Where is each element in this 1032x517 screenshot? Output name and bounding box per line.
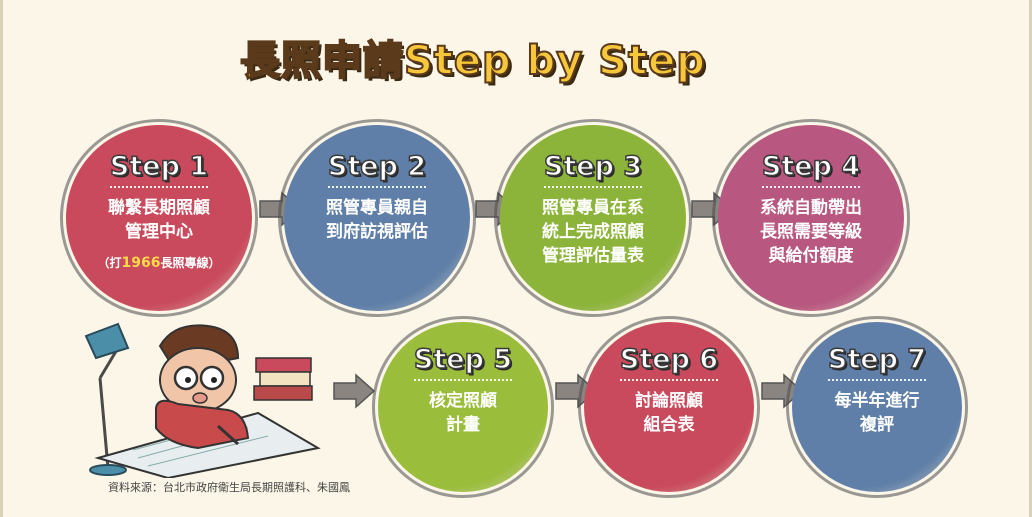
step-4-description: 系統自動帶出 長照需要等級 與給付額度 (760, 198, 862, 266)
hotline-suffix: 長照專線） (160, 256, 221, 270)
step-2-circle: Step 2 照管專員親自 到府訪視評估 (265, 106, 489, 330)
step-5-description: 核定照顧 計畫 (429, 391, 497, 435)
step-5-label: Step 5 (413, 343, 513, 376)
dotted-divider (620, 379, 718, 381)
hotline-prefix: （打 (97, 256, 122, 270)
step-7-circle: Step 7 每半年進行 複評 (774, 304, 980, 510)
step-3-label: Step 3 (543, 150, 643, 183)
step-7-label: Step 7 (827, 343, 927, 376)
step-1-hotline: （打1966長照專線） (98, 254, 221, 271)
step-2-label: Step 2 (327, 150, 427, 183)
dotted-divider (110, 186, 208, 188)
dotted-divider (328, 186, 426, 188)
step-6-label: Step 6 (619, 343, 719, 376)
dotted-divider (762, 186, 860, 188)
dotted-divider (414, 379, 512, 381)
step-3-circle: Step 3 照管專員在系 統上完成照顧 管理評估量表 (481, 106, 705, 330)
step-1-label: Step 1 (109, 150, 209, 183)
step-4-label: Step 4 (761, 150, 861, 183)
step-2-description: 照管專員親自 到府訪視評估 (326, 198, 428, 242)
step-1-circle: Step 1 聯繫長期照顧 管理中心 （打1966長照專線） (47, 106, 271, 330)
step-3-description: 照管專員在系 統上完成照顧 管理評估量表 (542, 198, 644, 266)
step-5-circle: Step 5 核定照顧 計畫 (360, 304, 566, 510)
step-4-circle: Step 4 系統自動帶出 長照需要等級 與給付額度 (699, 106, 923, 330)
dotted-divider (828, 379, 926, 381)
step-1-description: 聯繫長期照顧 管理中心 (108, 198, 210, 242)
hotline-number: 1966 (121, 255, 161, 271)
page-title: 長照申請Step by Step (239, 37, 706, 85)
step-6-description: 討論照顧 組合表 (635, 391, 703, 435)
dotted-divider (544, 186, 642, 188)
step-7-description: 每半年進行 複評 (834, 391, 920, 435)
step-6-circle: Step 6 討論照顧 組合表 (566, 304, 772, 510)
student-studying-illustration (84, 322, 321, 478)
source-credit: 資料來源：台北市政府衛生局長期照護科、朱國鳳 (108, 481, 350, 494)
arrow-4-icon (333, 373, 376, 409)
